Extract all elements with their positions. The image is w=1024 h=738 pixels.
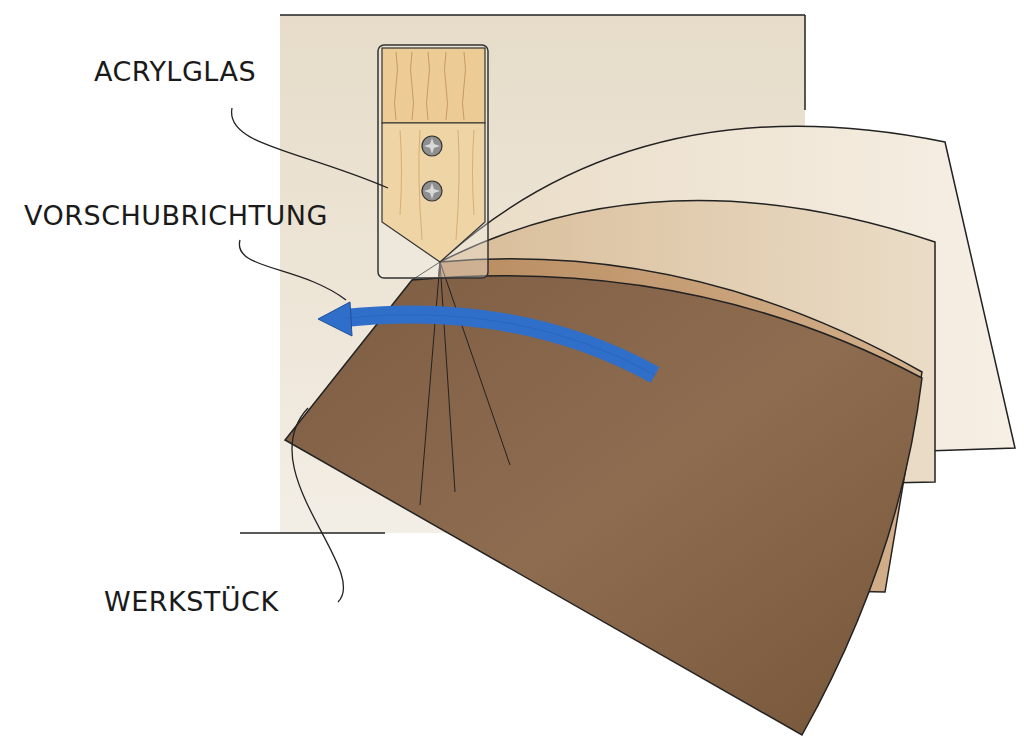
- position-line: [412, 262, 510, 505]
- screw: [422, 136, 442, 156]
- feed-arrow: [345, 315, 655, 375]
- wood-guide: [382, 123, 485, 262]
- workpiece: [285, 276, 922, 735]
- wood-grain: [395, 52, 466, 120]
- table-edge: [240, 532, 385, 534]
- table-edge: [280, 14, 805, 16]
- leader-line: [239, 240, 346, 300]
- part-label: VORSCHUBRICHTUNG: [24, 202, 328, 229]
- wood-block: [382, 48, 485, 123]
- part-label: WERKSTÜCK: [104, 588, 279, 615]
- wood-grain: [400, 130, 474, 240]
- leader-line: [292, 408, 344, 602]
- feed-arrow-head: [318, 302, 352, 336]
- leader-line: [232, 108, 388, 188]
- part-label: ACRYLGLAS: [94, 58, 256, 85]
- feed-arrow-shade: [345, 315, 655, 375]
- screw: [422, 181, 442, 201]
- acrylic-fence: [378, 45, 488, 278]
- table-edge: [804, 15, 806, 110]
